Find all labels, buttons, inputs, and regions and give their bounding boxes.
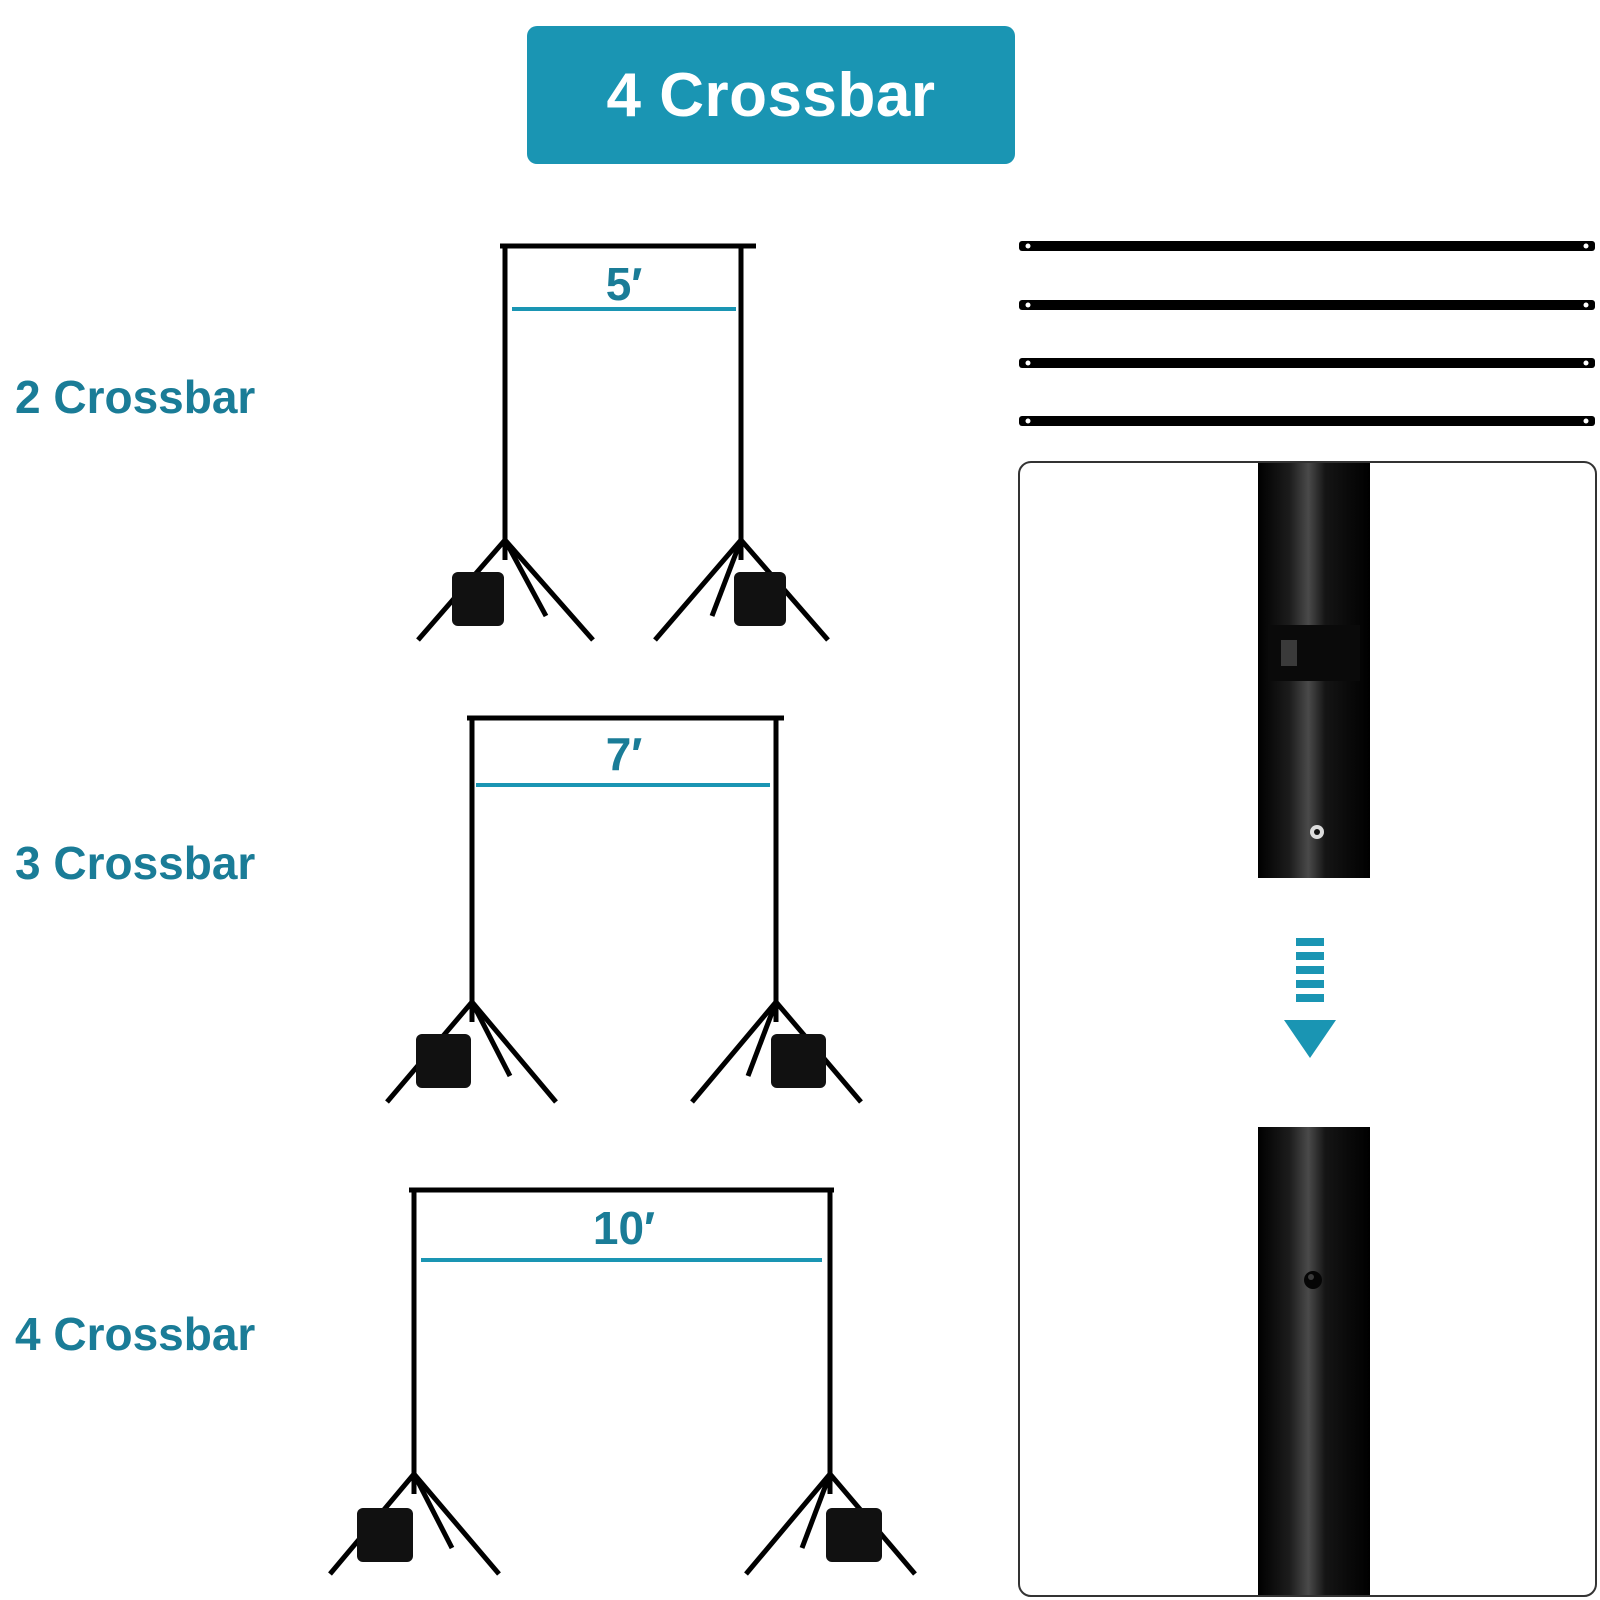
crossbar-piece xyxy=(1019,358,1595,368)
header-title: 4 Crossbar xyxy=(606,60,936,130)
crossbar-piece xyxy=(1019,416,1595,426)
down-arrow-icon xyxy=(1284,938,1336,1058)
stand-2-crossbar: 5′ xyxy=(416,243,830,642)
config-label-3-crossbar: 3 Crossbar xyxy=(15,837,256,889)
right-sandbag xyxy=(734,572,786,626)
crossbar-pieces xyxy=(1019,241,1595,426)
left-sandbag xyxy=(416,1034,471,1088)
lower-pole-segment xyxy=(1258,1127,1370,1595)
upper-pole-segment xyxy=(1258,463,1370,878)
pin-hole xyxy=(1304,1271,1322,1289)
right-sandbag xyxy=(771,1034,826,1088)
crossbar-piece xyxy=(1019,300,1595,310)
config-label-4-crossbar: 4 Crossbar xyxy=(15,1308,256,1360)
stand-4-crossbar: 10′ xyxy=(328,1187,917,1576)
config-label-2-crossbar: 2 Crossbar xyxy=(15,371,256,423)
width-label: 5′ xyxy=(606,258,643,310)
left-sandbag xyxy=(452,572,504,626)
stand-3-crossbar: 7′ xyxy=(385,715,863,1104)
connection-detail-panel xyxy=(1018,461,1597,1597)
left-sandbag xyxy=(357,1508,413,1562)
width-label: 10′ xyxy=(593,1202,655,1254)
right-sandbag xyxy=(826,1508,882,1562)
crossbar-piece xyxy=(1019,241,1595,251)
header-title-badge: 4 Crossbar xyxy=(527,26,1015,164)
width-label: 7′ xyxy=(606,728,643,780)
